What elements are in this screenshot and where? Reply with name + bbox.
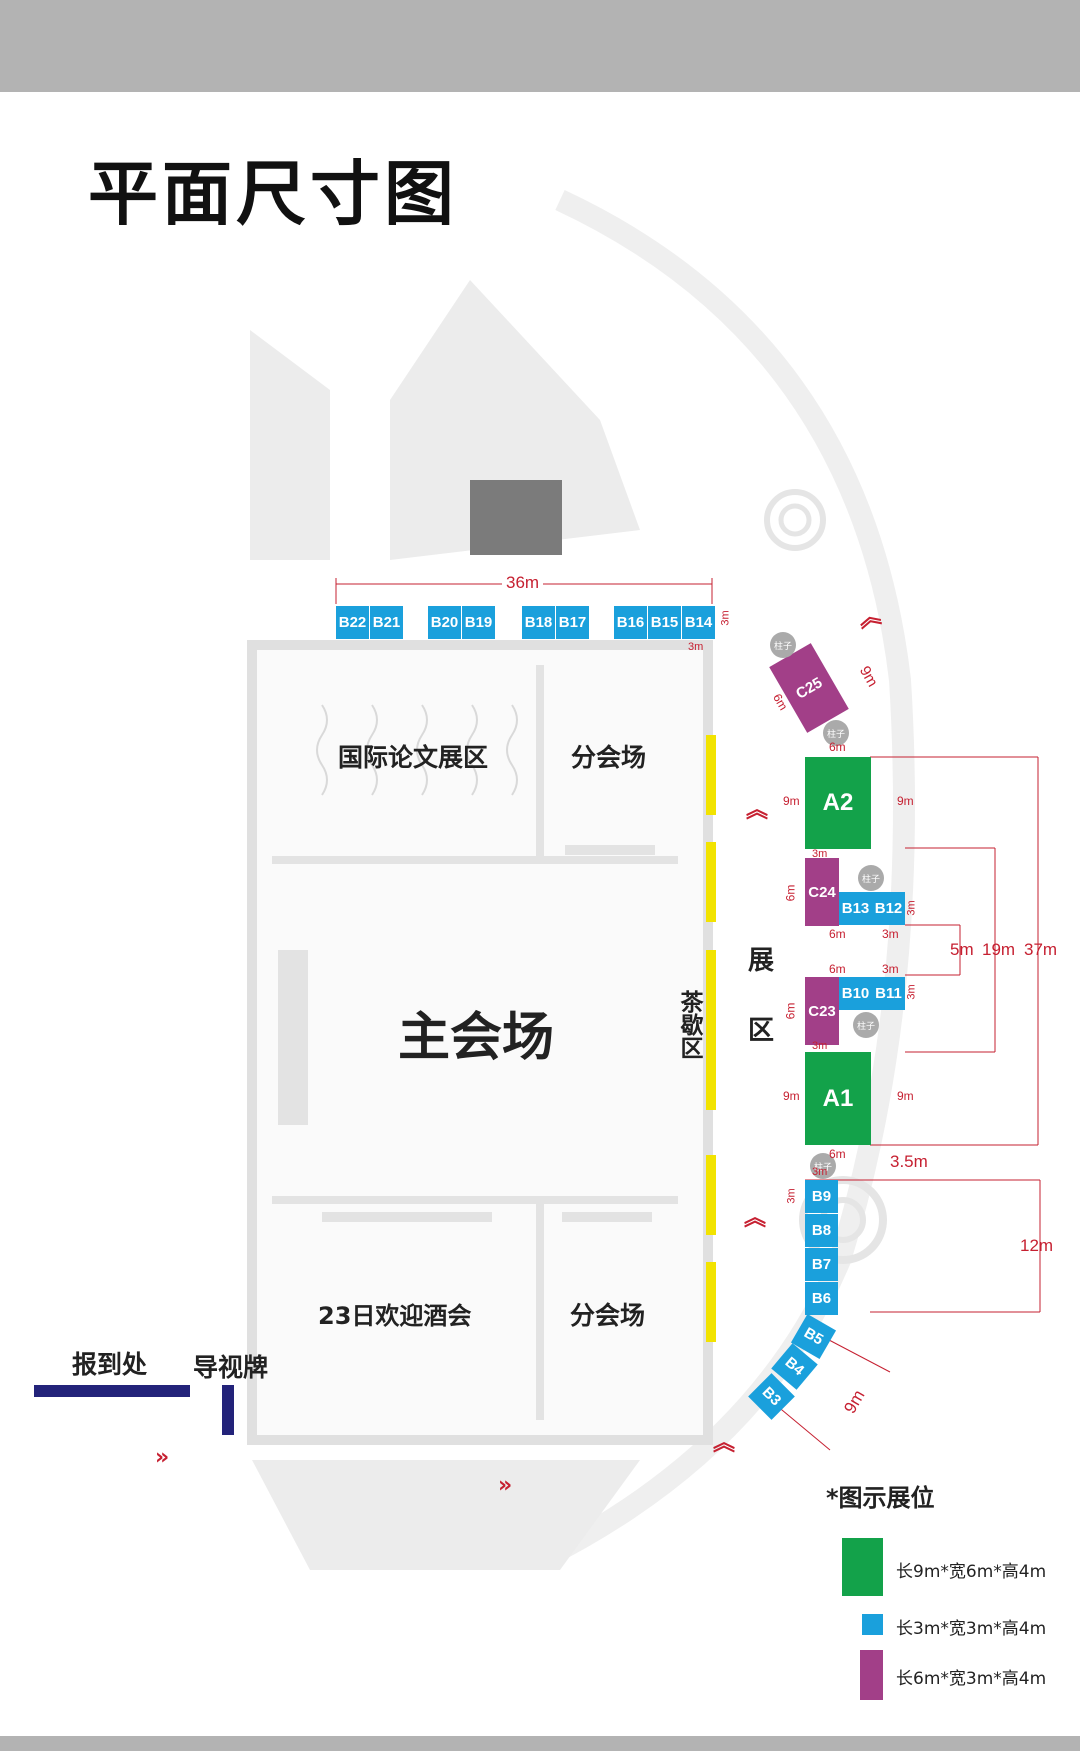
tea-strip: [706, 1262, 716, 1342]
legend-swatch-green: [842, 1538, 883, 1596]
booth-b13[interactable]: B13: [839, 892, 872, 925]
registration-desk: [34, 1385, 190, 1397]
booth-b10[interactable]: B10: [839, 977, 872, 1010]
top-banner: [0, 0, 1080, 92]
booth-b15[interactable]: B15: [648, 606, 681, 639]
booth-b16[interactable]: B16: [614, 606, 647, 639]
tea-break-area: 茶歇区: [676, 990, 702, 1059]
dim-b9-top: 3m: [812, 1166, 828, 1178]
exhibit-zone-label-2: 区: [748, 1016, 775, 1046]
tea-strip: [706, 735, 716, 815]
room-sub-venue-top: 分会场: [571, 743, 647, 772]
dim-c23-bottom: 3m: [812, 1040, 828, 1052]
booth-b19[interactable]: B19: [462, 606, 495, 639]
pillar-marker: 柱子: [810, 1153, 836, 1179]
dark-building: [470, 480, 562, 555]
dim-c23-top-b: 3m: [882, 962, 899, 976]
room-main-venue: 主会场: [398, 1008, 555, 1068]
dim-b9-left: 3m: [785, 1188, 798, 1204]
dim-column-length: 12m: [1020, 1236, 1054, 1255]
booth-b7[interactable]: B7: [805, 1248, 838, 1281]
dim-a2-width: 6m: [829, 740, 846, 754]
dim-c23-left: 6m: [783, 1002, 798, 1020]
booth-a1[interactable]: A1: [805, 1052, 871, 1145]
dim-c24-left: 6m: [783, 884, 798, 902]
exhibit-zone-label-1: 展: [748, 946, 775, 976]
guide-sign-label: 导视牌: [193, 1353, 269, 1382]
dim-total: 37m: [1024, 940, 1058, 959]
guide-sign-post: [222, 1385, 234, 1435]
arrow-chevron-icon: ︽: [744, 1206, 767, 1231]
room-sub-venue-bottom: 分会场: [570, 1301, 646, 1330]
dim-a1-left: 9m: [783, 1089, 800, 1103]
booth-b18[interactable]: B18: [522, 606, 555, 639]
booth-b20[interactable]: B20: [428, 606, 461, 639]
dim-offset: 3.5m: [890, 1152, 928, 1171]
booth-b8[interactable]: B8: [805, 1214, 838, 1247]
dim-a1-width: 6m: [829, 1147, 846, 1161]
dim-b13-bottom: 3m: [882, 927, 899, 941]
legend-text-blue: 长3m*宽3m*高4m: [896, 1619, 1047, 1639]
room-paper-exhibit: 国际论文展区: [338, 743, 489, 772]
tea-strip: [706, 842, 716, 922]
dim-c24-bottom: 6m: [829, 927, 846, 941]
booth-c23[interactable]: C23: [805, 977, 839, 1045]
booth-b21[interactable]: B21: [370, 606, 403, 639]
tea-strip: [706, 1030, 716, 1110]
arrow-chevron-icon: ︽: [746, 798, 769, 823]
tea-strip: [706, 950, 716, 1030]
dim-b11-side: 3m: [905, 984, 918, 1000]
booth-a2[interactable]: A2: [805, 757, 871, 849]
arrow-chevron-icon: ︽: [713, 1431, 736, 1456]
page-title: 平面尺寸图: [88, 153, 458, 235]
legend-swatch-purple: [860, 1650, 883, 1700]
dim-top-unit: 3m: [688, 641, 704, 653]
legend-swatch-blue: [862, 1614, 883, 1635]
dim-gap: 5m: [950, 940, 974, 959]
registration-label: 报到处: [72, 1350, 148, 1379]
dim-a2-right: 9m: [897, 794, 914, 808]
pillar-marker: 柱子: [823, 720, 849, 746]
dim-top-width: 36m: [502, 573, 544, 593]
booth-b6[interactable]: B6: [805, 1282, 838, 1315]
room-welcome-reception: 23日欢迎酒会: [318, 1302, 472, 1330]
legend-text-purple: 长6m*宽3m*高4m: [896, 1669, 1047, 1689]
dim-c24-top: 3m: [812, 848, 828, 860]
dim-a1-right: 9m: [897, 1089, 914, 1103]
dim-c23-top-width: 6m: [829, 962, 846, 976]
dim-b12-side: 3m: [905, 900, 918, 916]
booth-b11[interactable]: B11: [872, 977, 905, 1010]
legend-title: *图示展位: [826, 1484, 935, 1512]
dim-a2-left: 9m: [783, 794, 800, 808]
legend-text-green: 长9m*宽6m*高4m: [896, 1562, 1047, 1582]
booth-b22[interactable]: B22: [336, 606, 369, 639]
pillar-marker: 柱子: [770, 632, 796, 658]
pillar-marker: 柱子: [853, 1012, 879, 1038]
booth-b12[interactable]: B12: [872, 892, 905, 925]
pillar-marker: 柱子: [858, 865, 884, 891]
tea-strip: [706, 1155, 716, 1235]
booth-b9[interactable]: B9: [805, 1180, 838, 1213]
dim-mid-total: 19m: [982, 940, 1016, 959]
dim-top-depth: 3m: [719, 610, 732, 626]
arrow-chevron-icon: »: [498, 1473, 513, 1498]
bottom-banner: [0, 1736, 1080, 1751]
booth-b17[interactable]: B17: [556, 606, 589, 639]
booth-c24[interactable]: C24: [805, 858, 839, 926]
arrow-chevron-icon: »: [155, 1445, 170, 1470]
booth-b14[interactable]: B14: [682, 606, 715, 639]
